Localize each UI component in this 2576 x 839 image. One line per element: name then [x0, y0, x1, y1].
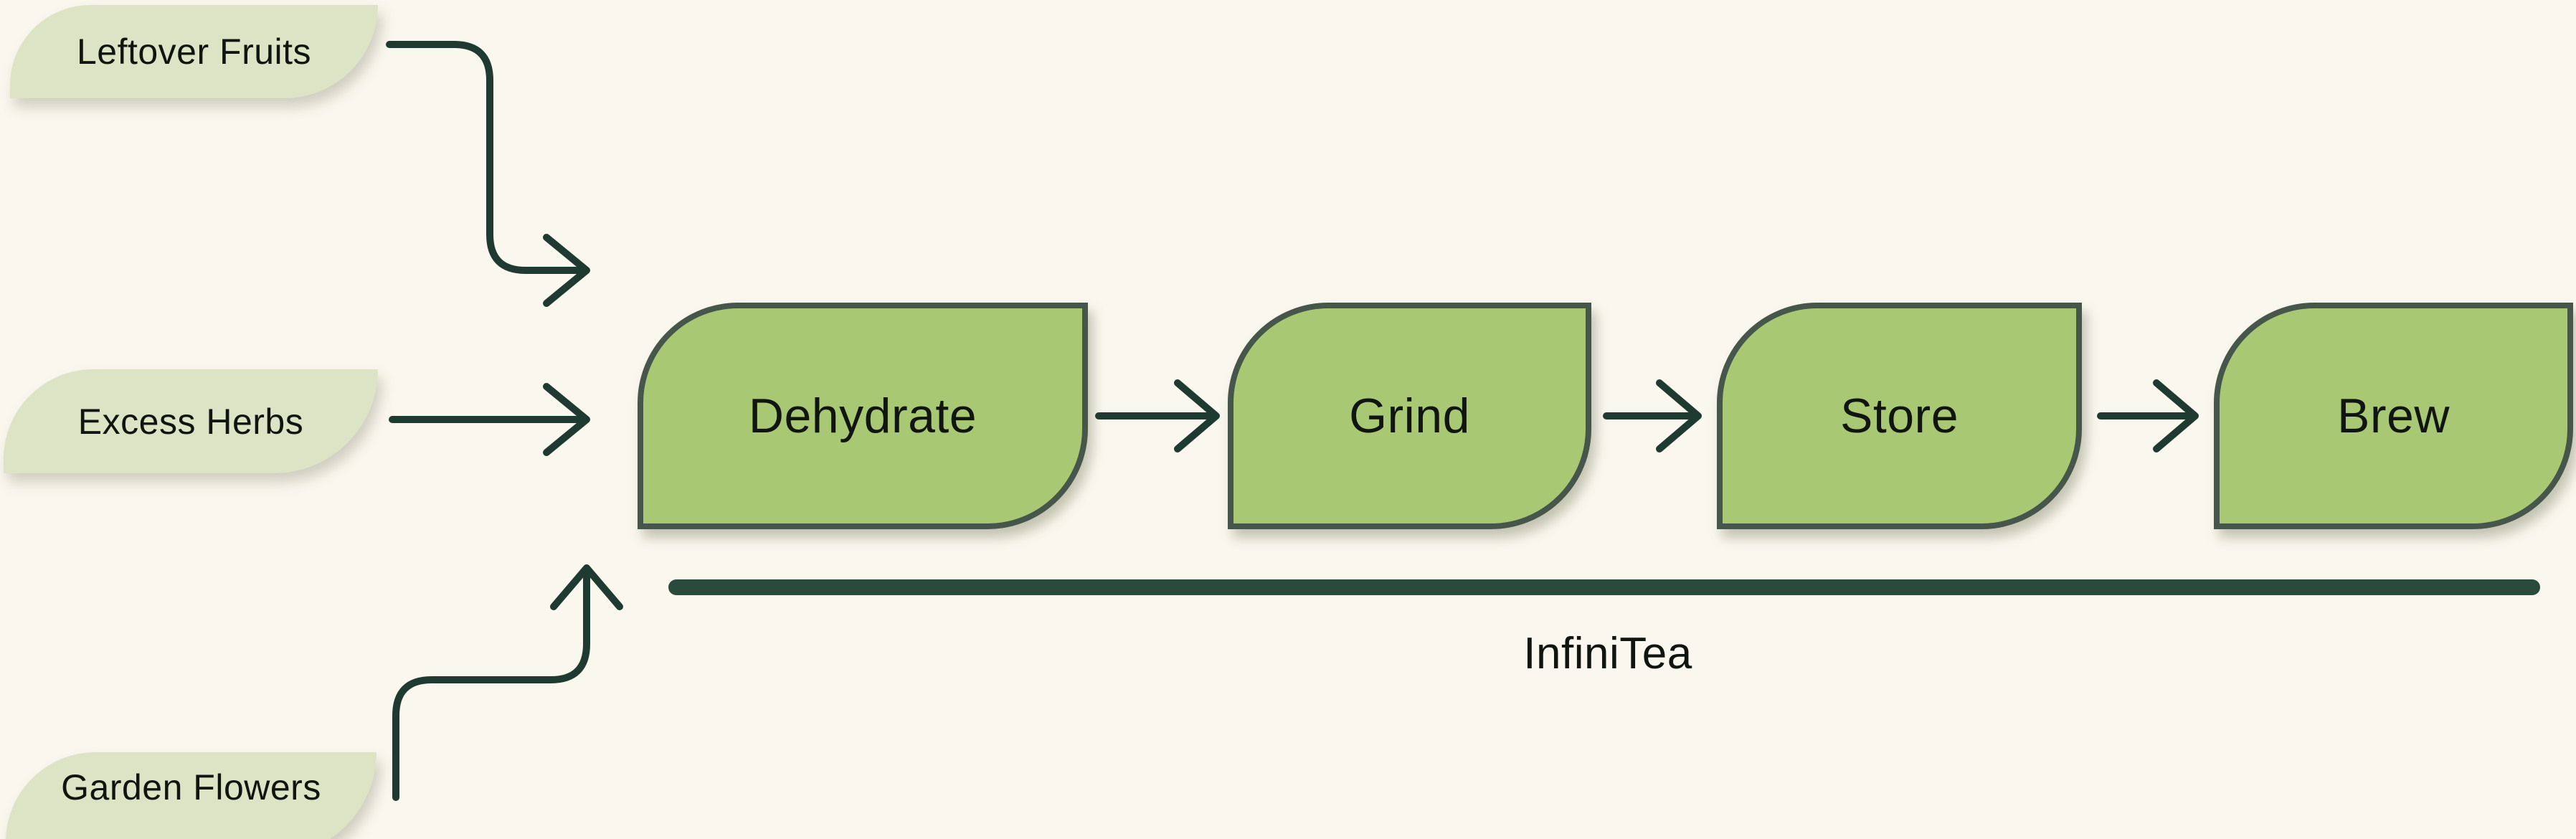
input-leaf-garden-flowers: Garden Flowers [6, 752, 377, 839]
step-leaf-label: Brew [2337, 389, 2450, 443]
step-leaf-label: Dehydrate [748, 389, 977, 443]
arrowhead-right-icon [2153, 379, 2199, 452]
step-leaf-brew: Brew [2214, 303, 2573, 529]
arrowhead-right-icon [1656, 379, 1702, 452]
connector-leftover-fruits [386, 41, 582, 274]
step-leaf-label: Grind [1349, 389, 1470, 443]
arrowhead-up-icon [550, 564, 623, 610]
step-leaf-store: Store [1717, 303, 2082, 529]
arrowhead-right-icon [543, 234, 590, 307]
diagram-title: InfiniTea [1393, 625, 1823, 681]
input-leaf-label: Excess Herbs [77, 401, 304, 442]
connector-garden-flowers [392, 572, 590, 801]
input-leaf-leftover-fruits: Leftover Fruits [10, 5, 378, 98]
input-leaf-label: Leftover Fruits [76, 32, 312, 72]
arrowhead-right-icon [543, 383, 590, 456]
arrowhead-right-icon [1174, 379, 1220, 452]
input-leaf-label: Garden Flowers [61, 767, 321, 807]
step-leaf-grind: Grind [1228, 303, 1591, 529]
step-leaf-label: Store [1839, 389, 1959, 443]
infinitea-baseline-bar [668, 579, 2540, 595]
diagram-title-text: InfiniTea [1523, 628, 1692, 678]
input-leaf-excess-herbs: Excess Herbs [4, 369, 378, 473]
step-leaf-dehydrate: Dehydrate [638, 303, 1088, 529]
